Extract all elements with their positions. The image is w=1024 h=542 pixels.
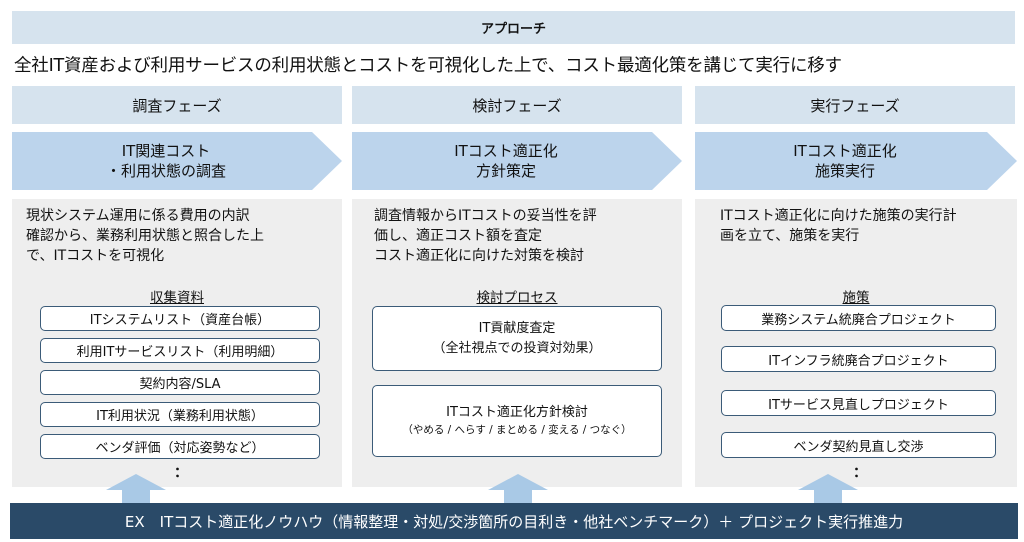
description-line: 現状システム運用に係る費用の内訳	[26, 208, 250, 224]
phase-chevron: ITコスト適正化 方針策定	[352, 132, 682, 190]
chevron-line: ・利用状態の調査	[105, 162, 226, 180]
description-line: ITコスト適正化に向けた施策の実行計	[720, 208, 957, 224]
process-title: IT貢献度査定	[478, 321, 556, 336]
up-arrow-icon	[106, 474, 166, 508]
description-line: 価し、適正コスト額を査定	[374, 227, 542, 244]
phase-description: 調査情報からITコストの妥当性を評 価し、適正コスト額を査定 コスト適正化に向け…	[374, 207, 597, 267]
approach-header: アプローチ	[12, 11, 1015, 44]
description-line: で、ITコストを可視化	[26, 247, 165, 264]
chevron-line: ITコスト適正化	[793, 141, 897, 160]
material-item: IT利用状況（業務利用状態）	[40, 402, 320, 427]
sub-label-process: 検討プロセス	[476, 290, 558, 306]
phase-title: 調査フェーズ	[12, 86, 342, 124]
material-item: ITシステムリスト（資産台帳）	[40, 306, 320, 331]
phase-description: ITコスト適正化に向けた施策の実行計 画を立て、施策を実行	[720, 207, 957, 247]
measure-item: ITインフラ統廃合プロジェクト	[721, 346, 996, 372]
phase-panel: 調査情報からITコストの妥当性を評 価し、適正コスト額を査定 コスト適正化に向け…	[352, 199, 682, 487]
process-note: （全社視点での投資対効果）	[432, 340, 602, 356]
description-line: 調査情報からITコストの妥当性を評	[374, 208, 597, 224]
sub-label-materials: 収集資料	[150, 290, 204, 306]
process-box: IT貢献度査定 （全社視点での投資対効果）	[372, 306, 662, 371]
material-item: 利用ITサービスリスト（利用明細）	[40, 338, 320, 363]
measure-item: 業務システム統廃合プロジェクト	[721, 305, 996, 331]
measure-item: ITサービス見直しプロジェクト	[721, 390, 996, 416]
description-line: 確認から、業務利用状態と照合した上	[26, 227, 264, 244]
material-item: ベンダ評価（対応姿勢など）	[40, 434, 320, 459]
footer-bar: EX ITコスト適正化ノウハウ（情報整理・対処/交渉箇所の目利き・他社ベンチマー…	[10, 503, 1018, 539]
phase-panel: 現状システム運用に係る費用の内訳 確認から、業務利用状態と照合した上 で、ITコ…	[12, 199, 342, 487]
up-arrow-icon	[798, 474, 858, 508]
process-title: ITコスト適正化方針検討	[446, 405, 588, 421]
phase-panel: ITコスト適正化に向けた施策の実行計 画を立て、施策を実行 施策 業務システム統…	[695, 199, 1017, 487]
phase-description: 現状システム運用に係る費用の内訳 確認から、業務利用状態と照合した上 で、ITコ…	[26, 207, 264, 267]
footer-text: EX ITコスト適正化ノウハウ（情報整理・対処/交渉箇所の目利き・他社ベンチマー…	[124, 512, 904, 531]
phase-title: 検討フェーズ	[352, 86, 682, 124]
description-line: コスト適正化に向けた対策を検討	[374, 247, 584, 264]
ellipsis: ：	[853, 465, 867, 481]
phase-chevron: IT関連コスト ・利用状態の調査	[12, 132, 342, 190]
measure-item: ベンダ契約見直し交渉	[721, 432, 996, 458]
ellipsis: ：	[174, 465, 188, 481]
chevron-line: 方針策定	[475, 162, 536, 180]
headline: 全社IT資産および利用サービスの利用状態とコストを可視化した上で、コスト最適化策…	[14, 56, 842, 76]
process-note: （やめる / へらす / まとめる / 変える / つなぐ）	[402, 423, 632, 436]
chevron-line: 施策実行	[814, 162, 875, 180]
phase-chevron: ITコスト適正化 施策実行	[695, 132, 1017, 190]
approach-label: アプローチ	[480, 22, 546, 37]
chevron-line: IT関連コスト	[121, 141, 211, 160]
chevron-line: ITコスト適正化	[454, 141, 558, 160]
sub-label-measures: 施策	[842, 290, 870, 306]
material-item: 契約内容/SLA	[40, 370, 320, 395]
process-box: ITコスト適正化方針検討 （やめる / へらす / まとめる / 変える / つ…	[372, 385, 662, 457]
description-line: 画を立て、施策を実行	[720, 227, 860, 244]
up-arrow-icon	[488, 474, 548, 508]
phase-title: 実行フェーズ	[695, 86, 1015, 124]
